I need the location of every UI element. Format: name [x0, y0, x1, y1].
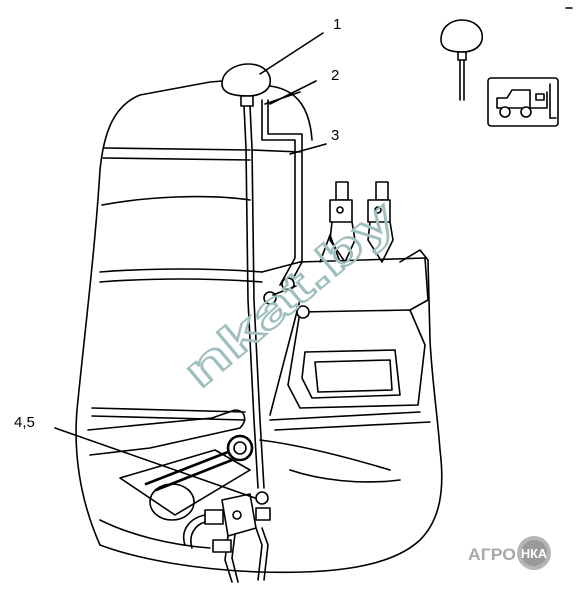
- agro-nka-logo: АГРО НКА: [468, 536, 551, 570]
- callout-label-2: 2: [331, 67, 339, 84]
- valve-levers: [319, 181, 394, 263]
- svg-text:НКА: НКА: [521, 546, 548, 561]
- control-valve-block: [144, 434, 271, 583]
- knob-icon: [440, 19, 484, 101]
- callout-label-1: 1: [333, 16, 341, 33]
- leader-lines: [54, 32, 327, 499]
- control-knob-assembly: [221, 63, 272, 489]
- watermark: nkat.by: [172, 189, 407, 398]
- svg-text:АГРО: АГРО: [468, 545, 516, 564]
- lift-truck-icon: [487, 77, 559, 127]
- hydraulic-line-assembly: [251, 91, 310, 319]
- callout-label-4-5: 4,5: [14, 414, 35, 431]
- svg-text:nkat.by: nkat.by: [173, 190, 406, 397]
- callout-label-3: 3: [331, 127, 339, 144]
